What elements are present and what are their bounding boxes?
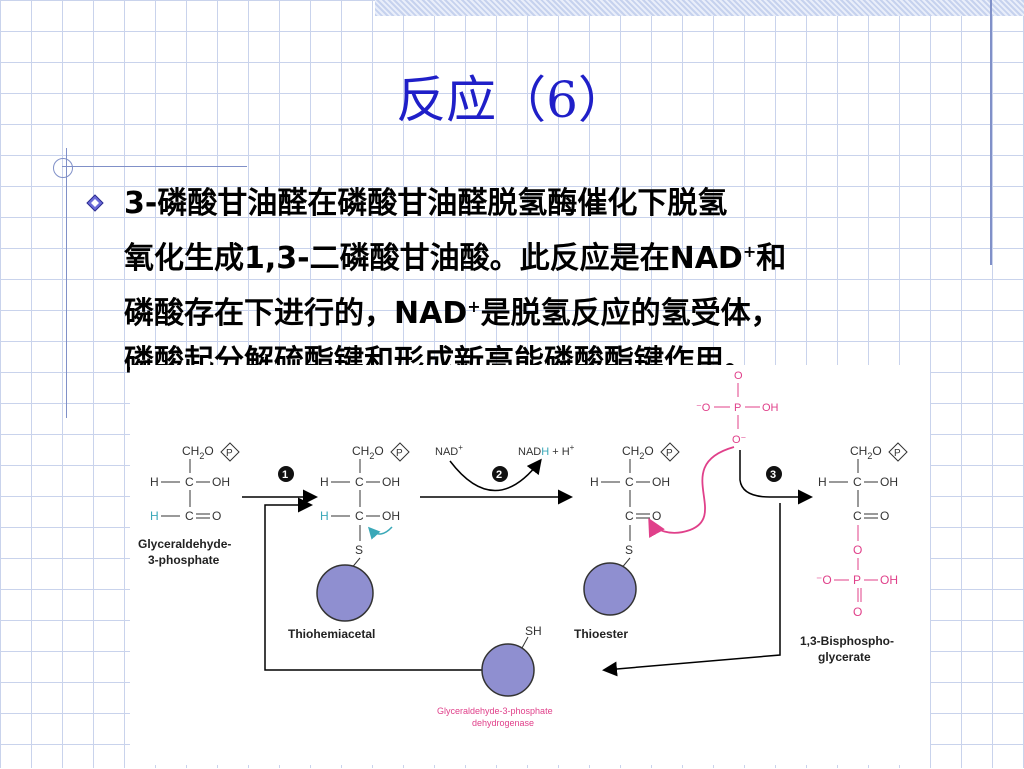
label-g3p-1: Glyceraldehyde- <box>138 537 231 551</box>
svg-text:P: P <box>396 448 403 459</box>
svg-text:P: P <box>734 402 741 414</box>
enzyme-circle-3 <box>481 643 535 697</box>
svg-text:OH: OH <box>880 475 898 489</box>
svg-text:O: O <box>853 543 862 557</box>
svg-text:C: C <box>355 475 364 489</box>
svg-text:⁻O: ⁻O <box>816 573 832 587</box>
svg-text:O: O <box>652 509 661 523</box>
arrow-nad-arc <box>449 458 542 492</box>
molecule-thiohemiacetal: CH2O P H C OH H C OH S Thiohemiacetal <box>288 442 410 641</box>
svg-text:CH2O: CH2O <box>622 444 654 461</box>
cycle-return-right <box>602 503 781 677</box>
slide-decor-vertical-line <box>990 0 992 265</box>
svg-text:O: O <box>734 370 743 382</box>
svg-text:OH: OH <box>652 475 670 489</box>
slide-top-band <box>375 0 1024 16</box>
g3p-c2: C <box>185 475 194 489</box>
svg-text:S: S <box>625 543 633 557</box>
step-2-badge <box>492 466 508 482</box>
g3p-ch2o: CH2O <box>182 444 214 461</box>
body-line-2: 氧化生成1,3-二磷酸甘油酸。此反应是在NAD+和 <box>124 241 787 276</box>
svg-text:OH: OH <box>382 475 400 489</box>
svg-text:CH2O: CH2O <box>850 444 882 461</box>
slide-decor-left-line <box>66 148 67 418</box>
svg-text:OH: OH <box>762 402 779 414</box>
phosphate-diamond-icon <box>390 442 410 462</box>
svg-text:3: 3 <box>770 469 776 481</box>
phosphate-diamond-icon <box>888 442 908 462</box>
hydride-transfer-arrow <box>367 526 393 540</box>
label-bpg-1: 1,3-Bisphospho- <box>800 634 894 648</box>
enzyme-circle-2 <box>583 562 637 616</box>
slide-decor-ring <box>53 158 73 178</box>
svg-text:NADH + H+: NADH + H+ <box>518 443 575 458</box>
svg-text:C: C <box>853 509 862 523</box>
enzyme-label-2: dehydrogenase <box>472 718 534 728</box>
svg-text:S: S <box>355 543 363 557</box>
arrow-step-3 <box>739 450 813 505</box>
svg-text:C: C <box>853 475 862 489</box>
cycle-return-left <box>264 497 485 671</box>
g3p-h: H <box>150 475 159 489</box>
phosphate-p: P <box>226 448 233 459</box>
svg-text:O: O <box>853 605 862 619</box>
label-thiohemiacetal: Thiohemiacetal <box>288 627 375 641</box>
svg-text:OH: OH <box>382 509 400 523</box>
phosphate-diamond-icon <box>220 442 240 462</box>
step-1-badge <box>278 466 294 482</box>
svg-text:P: P <box>894 448 901 459</box>
diamond-bullet-icon <box>86 194 104 212</box>
label-g3p-2: 3-phosphate <box>148 553 220 567</box>
enzyme-circle-1 <box>316 564 374 622</box>
svg-text:CH2O: CH2O <box>352 444 384 461</box>
svg-text:H: H <box>320 475 329 489</box>
body-line-3: 磷酸存在下进行的，NAD+是脱氢反应的氢受体， <box>124 296 781 331</box>
svg-text:O⁻: O⁻ <box>732 434 747 446</box>
reaction-figure: CH2O P H C OH H C O Glyceraldehyde- 3-ph… <box>130 365 930 765</box>
svg-text:P: P <box>666 448 673 459</box>
svg-text:⁻O: ⁻O <box>696 402 711 414</box>
step-3-badge <box>766 466 782 482</box>
molecule-thioester: CH2O P H C OH C O S Thioester <box>574 442 680 641</box>
inorganic-phosphate: O ⁻O P OH O⁻ <box>648 370 779 538</box>
svg-text:H: H <box>590 475 599 489</box>
step-2-nad: NAD+ NADH + H+ 2 <box>420 443 575 505</box>
label-thioester: Thioester <box>574 627 628 641</box>
svg-text:C: C <box>625 475 634 489</box>
enzyme-sh: SH <box>525 624 542 638</box>
phosphate-attack-arrow <box>648 446 735 538</box>
slide-title: 反应（6） <box>396 71 628 129</box>
g3p-oh: OH <box>212 475 230 489</box>
svg-text:2: 2 <box>496 469 502 481</box>
g3p-c1: C <box>185 509 194 523</box>
svg-text:NAD+: NAD+ <box>435 443 463 458</box>
molecule-g3p: CH2O P H C OH H C O Glyceraldehyde- 3-ph… <box>138 442 240 567</box>
enzyme-label-1: Glyceraldehyde-3-phosphate <box>437 706 553 716</box>
svg-text:H: H <box>818 475 827 489</box>
slide-body-text: 3-磷酸甘油醛在磷酸甘油醛脱氢酶催化下脱氢 氧化生成1,3-二磷酸甘油酸。此反应… <box>124 180 984 386</box>
step-1-number: 1 <box>282 469 288 481</box>
body-line-1: 3-磷酸甘油醛在磷酸甘油醛脱氢酶催化下脱氢 <box>124 186 728 221</box>
svg-text:P: P <box>853 573 861 587</box>
phosphate-diamond-icon <box>660 442 680 462</box>
label-bpg-2: glycerate <box>818 650 871 664</box>
g3p-o: O <box>212 509 221 523</box>
svg-text:O: O <box>880 509 889 523</box>
reaction-diagram: CH2O P H C OH H C O Glyceraldehyde- 3-ph… <box>138 370 908 728</box>
svg-text:C: C <box>625 509 634 523</box>
g3p-h-teal: H <box>150 509 159 523</box>
svg-text:H: H <box>320 509 329 523</box>
slide-decor-horizontal-line <box>62 166 247 167</box>
molecule-bpg: CH2O P H C OH C O O ⁻O P OH O 1,3-Bispho… <box>800 442 908 664</box>
svg-text:C: C <box>355 509 364 523</box>
svg-text:OH: OH <box>880 573 898 587</box>
